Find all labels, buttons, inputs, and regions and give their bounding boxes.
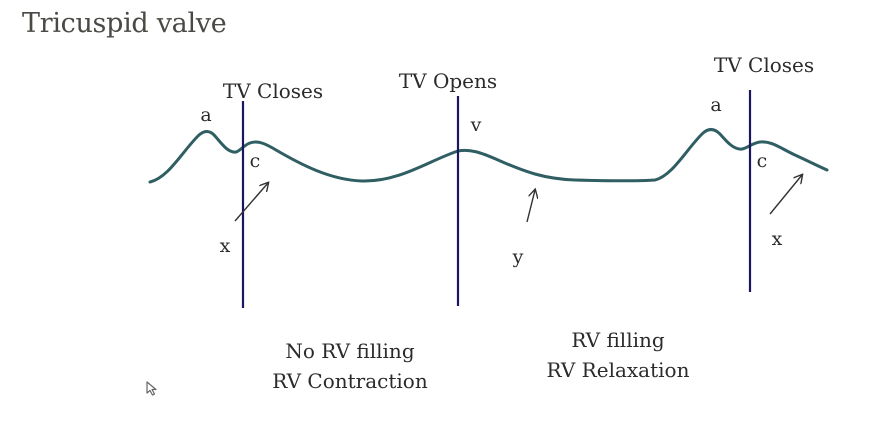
tv-closes-label-1: TV Closes [223,79,323,103]
a-wave-label-1: a [200,104,211,126]
x-descent-arrow-2 [769,175,802,215]
phase-caption-diastole-line2: RV Relaxation [546,358,690,382]
c-wave-label-2: c [757,150,768,172]
phase-caption-systole-line2: RV Contraction [272,369,428,393]
y-descent-arrow [526,190,535,223]
pressure-waveform [148,128,829,184]
y-descent-label: y [512,246,524,268]
c-wave-label-1: c [250,150,261,172]
phase-caption-diastole: RV filling RV Relaxation [518,325,718,385]
mouse-pointer-icon [146,381,157,396]
a-wave-label-2: a [710,94,721,116]
x-descent-label-1: x [220,235,231,257]
phase-caption-systole: No RV filling RV Contraction [250,336,450,396]
tv-closes-label-2: TV Closes [714,53,814,77]
phase-caption-diastole-line1: RV filling [571,328,665,352]
x-descent-arrow-1 [234,183,268,222]
x-descent-label-2: x [772,228,783,250]
phase-caption-systole-line1: No RV filling [285,339,415,363]
v-wave-label: v [470,114,482,136]
tv-opens-label: TV Opens [399,69,497,93]
slide-title: Tricuspid valve [22,8,227,39]
